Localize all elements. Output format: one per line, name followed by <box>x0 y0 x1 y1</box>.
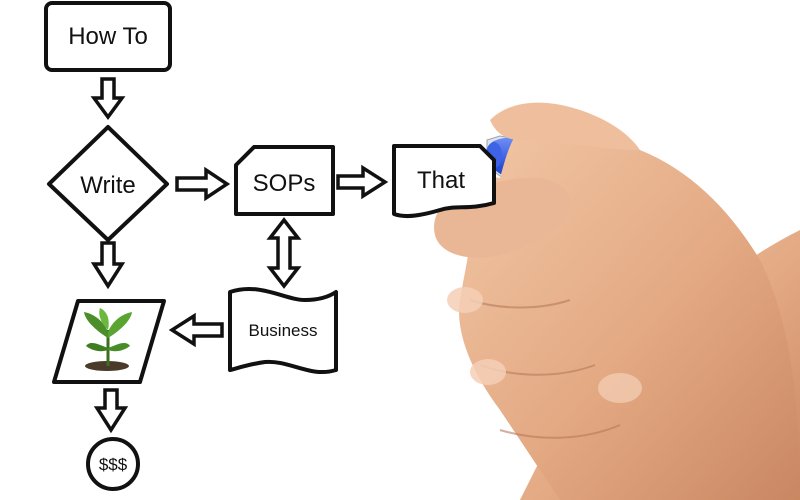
node-write: Write <box>47 125 169 242</box>
arrow-write-to-sops <box>175 166 231 202</box>
node-sops-label: SOPs <box>253 170 316 197</box>
node-money: $$$ <box>86 437 140 491</box>
seedling-icon <box>84 308 132 371</box>
node-that: That <box>392 144 496 219</box>
node-sops: SOPs <box>234 145 335 216</box>
node-business: Business <box>228 286 338 374</box>
node-that-label: That <box>417 167 465 194</box>
arrow-business-to-plant <box>168 312 224 348</box>
node-business-label: Business <box>249 321 318 340</box>
node-plant <box>52 299 166 384</box>
arrow-howto-to-write <box>90 77 126 120</box>
node-how-to-label: How To <box>68 23 148 50</box>
node-how-to: How To <box>44 1 172 72</box>
arrow-sops-business <box>266 217 302 289</box>
node-write-label: Write <box>80 172 136 199</box>
arrow-write-to-plant <box>90 241 126 290</box>
arrow-plant-to-money <box>93 388 129 434</box>
arrow-sops-to-that <box>336 164 389 200</box>
node-money-label: $$$ <box>99 455 128 474</box>
